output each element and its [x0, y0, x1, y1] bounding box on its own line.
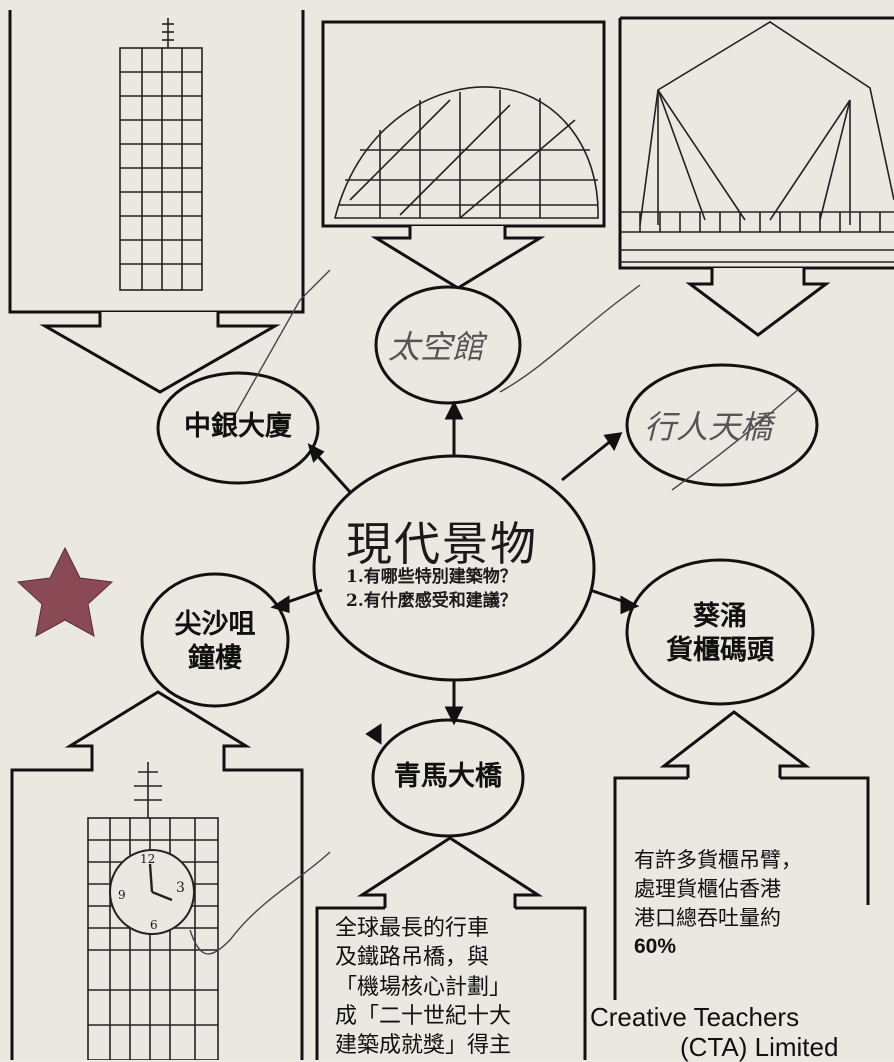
center-question-1: 1.有哪些特別建築物？: [346, 567, 517, 587]
arrow-to-bank-of-china: [39, 312, 281, 394]
clock-number-6: 6: [150, 918, 158, 932]
center-title: 現代景物: [346, 517, 538, 571]
bubble-bank-of-china: [156, 371, 320, 485]
clock-tower-panel: [10, 752, 304, 1060]
footbridge-sketch: [620, 21, 894, 263]
watermark-line1: Creative Teachers: [590, 1002, 800, 1032]
bubble-clock-tower: [140, 572, 290, 708]
clock-tower-sketch: [87, 762, 219, 1060]
arrow-to-footbridge: [685, 268, 831, 337]
tsing-ma-note-line: 「機場核心計劃」: [335, 974, 512, 1000]
label-footbridge: 行人天橋: [644, 408, 773, 446]
arrow-to-clock-tower: [64, 690, 252, 752]
label-kwai-chung-line1: 葵涌: [693, 601, 747, 632]
connector-arrows: [270, 400, 640, 745]
kwai-chung-note-line: 港口總吞吐量約: [634, 905, 781, 930]
space-museum-sketch: [333, 86, 599, 219]
tsing-ma-note-line: 成「二十世紀十大: [335, 1003, 512, 1029]
clock-number-12: 12: [140, 852, 156, 866]
tsing-ma-box: [315, 906, 587, 1060]
label-tsing-ma: 青馬大橋: [394, 761, 502, 792]
kwai-chung-note-line: 有許多貨櫃吊臂，: [634, 848, 802, 872]
label-space-museum: 太空館: [388, 328, 485, 366]
label-kwai-chung-line2: 貨櫃碼頭: [666, 634, 774, 666]
label-kwai-chung: 葵涌 貨櫃碼頭: [636, 600, 804, 668]
star-decoration: [16, 546, 114, 637]
center-question-2: 2.有什麼感受和建議？: [346, 591, 517, 611]
space-museum-panel: [321, 20, 606, 228]
tsing-ma-note-line: 及鐵路吊橋，與: [335, 945, 490, 971]
arrow-to-tsing-ma: [356, 836, 544, 908]
tsing-ma-note: 全球最長的行車 及鐵路吊橋，與 「機場核心計劃」 成「二十世紀十大 建築成就獎」…: [335, 914, 511, 1060]
bank-of-china-sketch: [119, 18, 203, 291]
bubble-kwai-chung: [625, 558, 815, 706]
tsing-ma-note-line: 建築成就獎」得主: [335, 1033, 512, 1058]
label-clock-tower-line2: 鐘樓: [188, 642, 242, 674]
bubble-tsing-ma: [371, 718, 525, 838]
label-clock-tower: 尖沙咀 鐘樓: [150, 608, 280, 676]
tsing-ma-note-line: 全球最長的行車: [335, 916, 490, 941]
kwai-chung-note-line: 60%: [634, 934, 677, 958]
label-clock-tower-line1: 尖沙咀: [174, 609, 256, 640]
clock-number-3: 3: [176, 880, 185, 896]
clock-number-9: 9: [118, 888, 126, 902]
label-bank-of-china: 中銀大廈: [184, 411, 292, 442]
bubble-space-museum: [374, 285, 522, 405]
kwai-chung-note: 有許多貨櫃吊臂， 處理貨櫃佔香港 港口總吞吐量約 60%: [634, 846, 802, 962]
watermark-line2: (CTA) Limited: [680, 1032, 839, 1062]
kwai-chung-box: [613, 776, 870, 1000]
pencil-stroke-clock: [189, 851, 331, 955]
kwai-chung-note-line: 處理貨櫃佔香港: [634, 876, 781, 901]
bubble-footbridge: [625, 363, 819, 487]
arrow-to-kwai-chung: [659, 710, 811, 778]
pencil-check-strokes: [231, 269, 801, 491]
